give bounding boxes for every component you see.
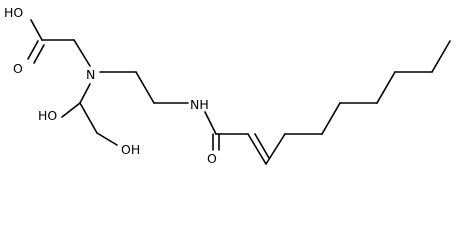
- atom-label-amide-o: O: [207, 151, 217, 166]
- bond-lines: [27, 19, 451, 165]
- atom-label-hydroxyl-2: OH: [121, 142, 140, 157]
- bond-ch2-oh: [96, 132, 118, 146]
- bond-ch2-n: [73, 39, 91, 67]
- bond-chain-3: [321, 102, 341, 135]
- bond-chain-1: [265, 133, 286, 165]
- atom-label-amide-nh: NH: [190, 97, 209, 112]
- bond-c-o-double-a: [27, 40, 39, 60]
- atom-label-hydroxyl-1: HO: [38, 108, 57, 123]
- atom-label-carboxyl-oh: HO: [4, 5, 23, 20]
- bond-ch-ho: [61, 102, 81, 118]
- bond-c-o-double-b: [33, 44, 45, 64]
- bond-ch2-ch2: [135, 71, 155, 104]
- structure-canvas: HO O N HO OH NH O: [4, 5, 451, 166]
- bond-alkene-b: [254, 133, 270, 159]
- bond-nh-c: [204, 111, 217, 135]
- atom-label-carbonyl-o: O: [13, 61, 23, 76]
- bond-ch-ch2: [79, 102, 98, 134]
- atom-label-amine-n: N: [86, 67, 95, 82]
- bond-alkene-a: [247, 133, 267, 165]
- bond-chain-7: [431, 40, 451, 73]
- bond-ho-c: [30, 19, 43, 41]
- structural-formula: HO O N HO OH NH O: [4, 5, 451, 166]
- bond-n-ch: [79, 83, 91, 104]
- bond-chain-5: [376, 71, 396, 104]
